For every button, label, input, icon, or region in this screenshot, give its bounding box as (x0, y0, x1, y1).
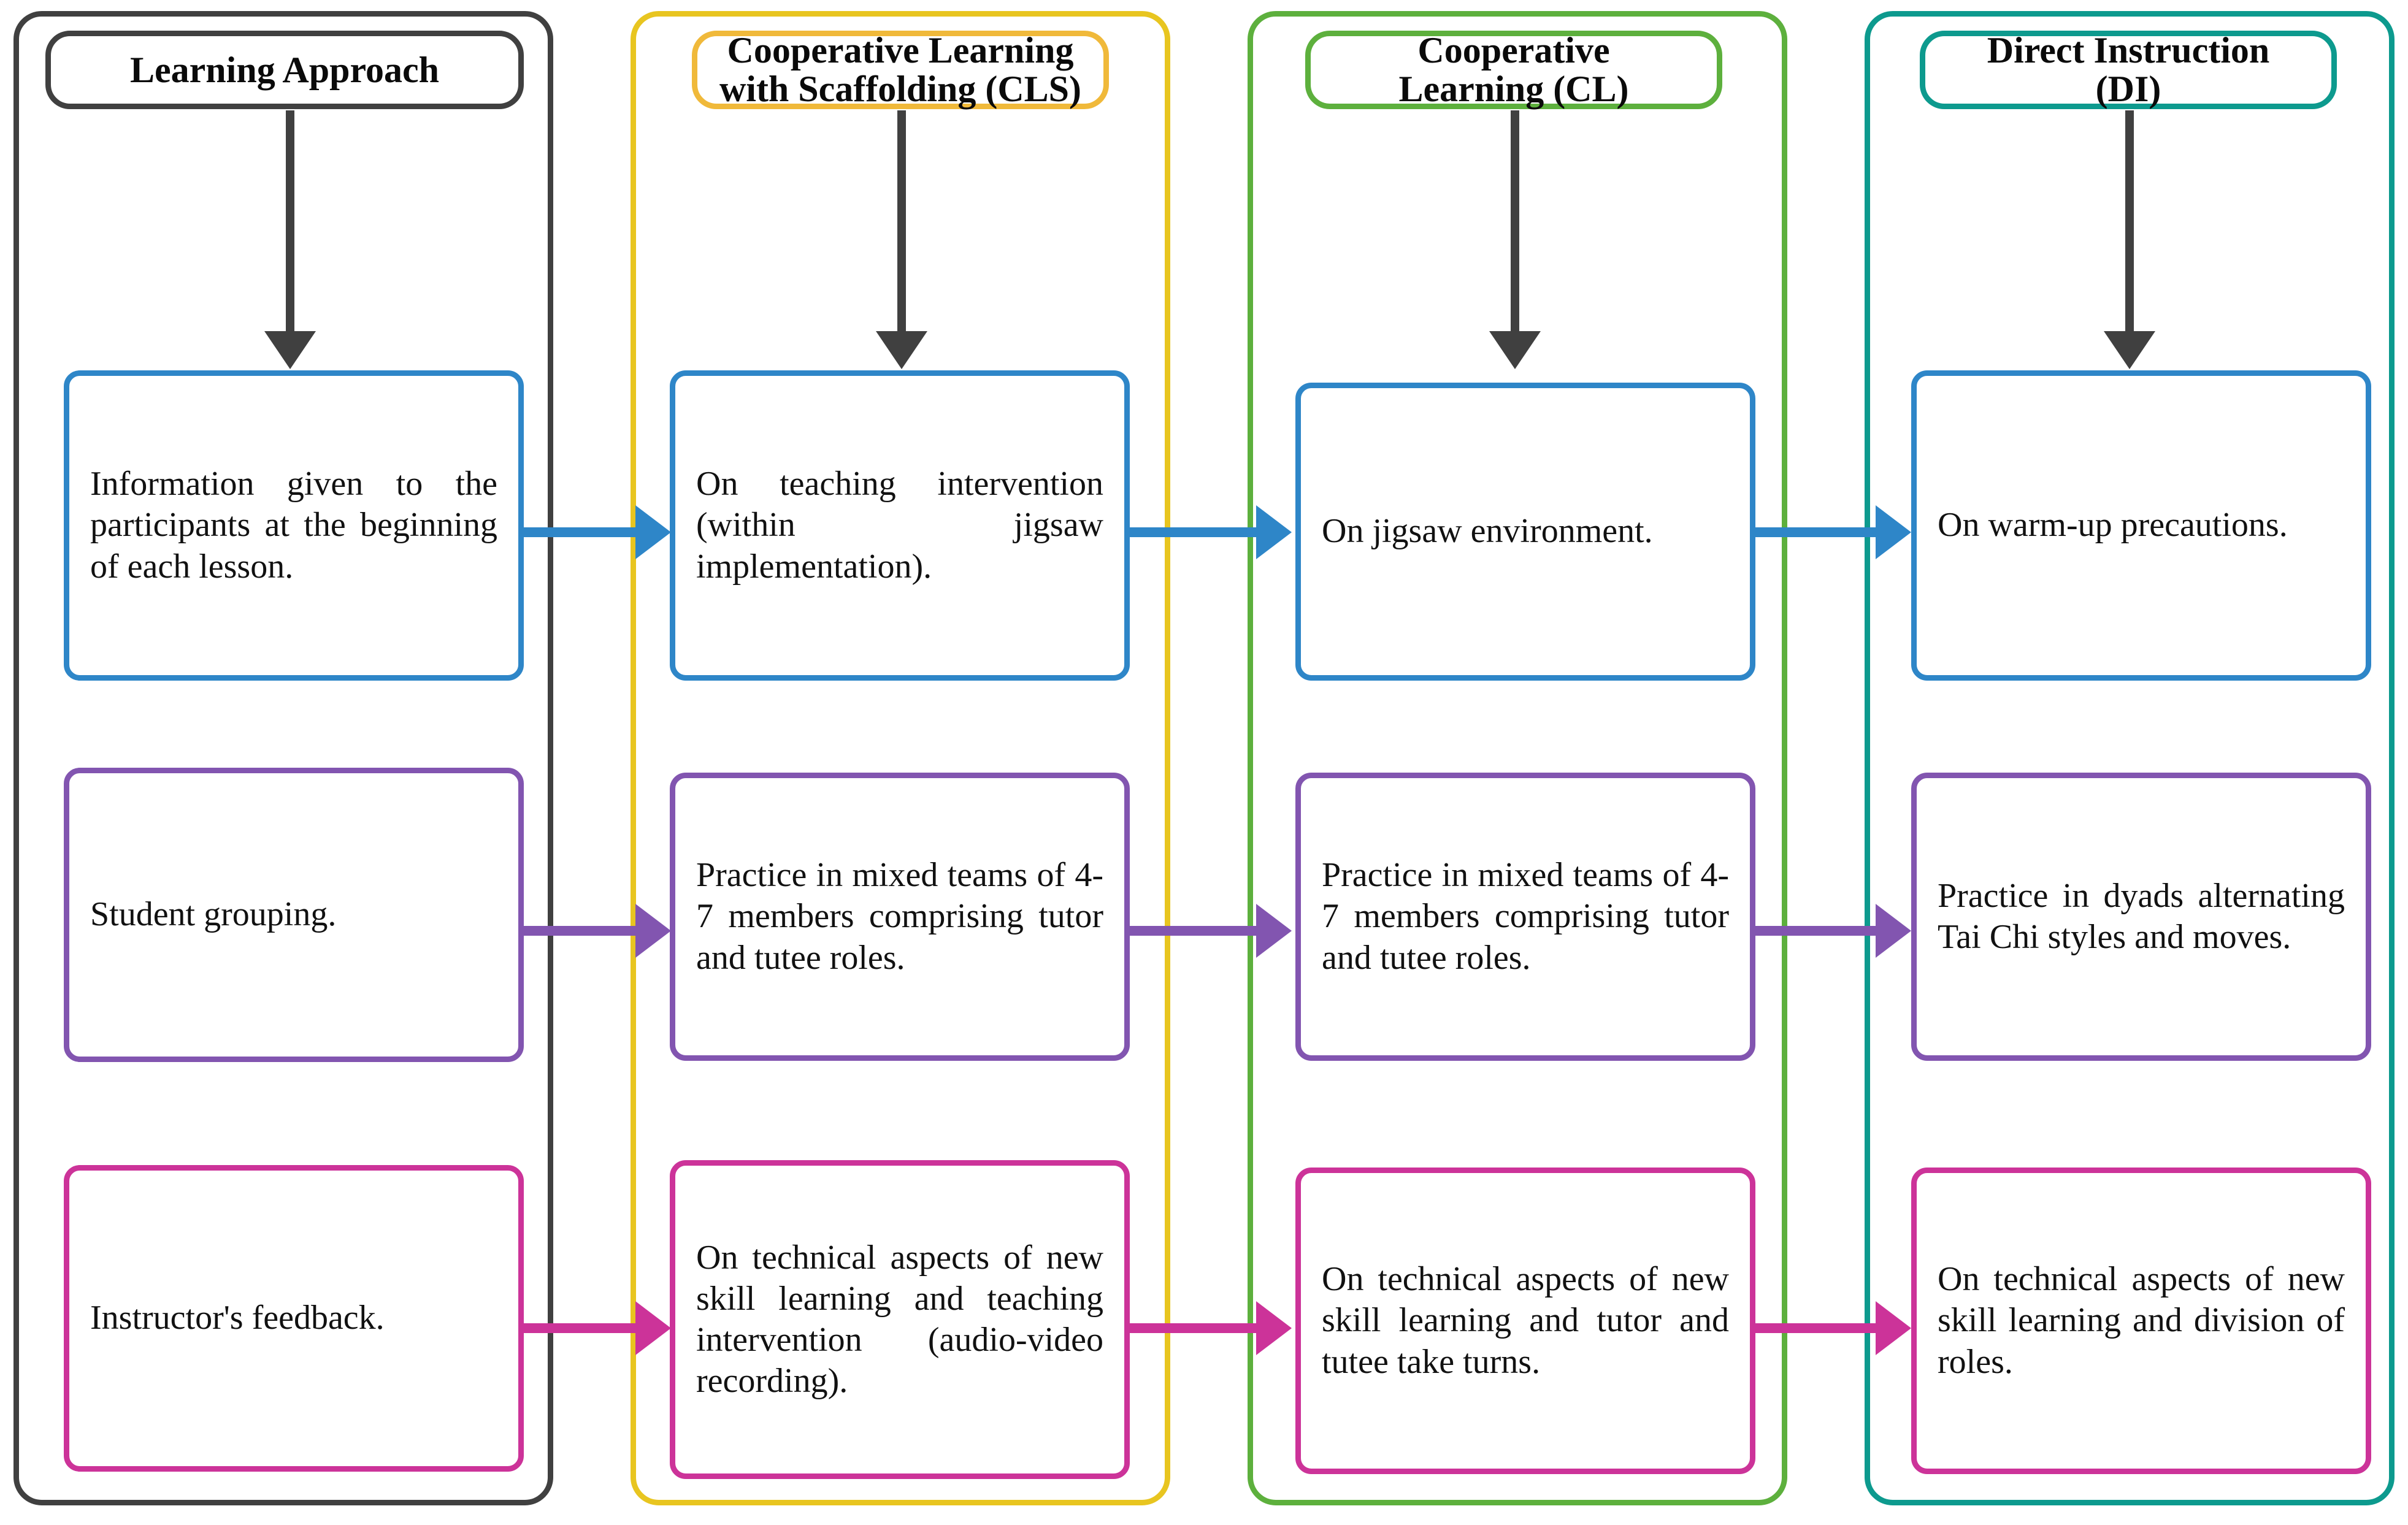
card-row3-col1[interactable]: Instructor's feedback. (64, 1165, 524, 1472)
connector-line-row2-3 (1755, 926, 1878, 936)
column-frame-learning-approach (13, 11, 553, 1505)
arrowhead-icon-row3-1 (635, 1301, 671, 1355)
card-text: Information given to the participants at… (90, 465, 497, 586)
connector-line-row3-1 (524, 1323, 640, 1333)
connector-line-row1-2 (1130, 527, 1259, 537)
column-header-di[interactable]: Direct Instruction (DI) (1920, 31, 2337, 109)
vertical-connector-line-2 (897, 110, 906, 337)
card-text: Instructor's feedback. (90, 1299, 385, 1337)
card-text: Practice in mixed teams of 4-7 members c… (1322, 856, 1729, 977)
column-header-label: Learning Approach (130, 49, 439, 90)
column-header-learning-approach[interactable]: Learning Approach (45, 31, 524, 109)
column-frame-cls (631, 11, 1170, 1505)
arrowhead-icon-row1-2 (1256, 505, 1292, 559)
card-row2-col4[interactable]: Practice in dyads alternating Tai Chi st… (1911, 773, 2371, 1061)
arrowhead-icon-row3-2 (1256, 1301, 1292, 1355)
connector-line-row3-2 (1130, 1323, 1259, 1333)
connector-line-row1-3 (1755, 527, 1878, 537)
column-header-cl[interactable]: Cooperative Learning (CL) (1305, 31, 1722, 109)
card-row1-col1[interactable]: Information given to the participants at… (64, 370, 524, 681)
arrowhead-icon-row2-1 (635, 904, 671, 958)
card-row2-col1[interactable]: Student grouping. (64, 768, 524, 1062)
vertical-connector-line-3 (1511, 110, 1519, 337)
column-frame-di (1865, 11, 2395, 1505)
arrowhead-icon-row2-2 (1256, 904, 1292, 958)
card-text: Practice in dyads alternating Tai Chi st… (1938, 876, 2345, 956)
card-text: Student grouping. (90, 895, 337, 934)
card-row1-col3[interactable]: On jigsaw environment. (1295, 383, 1755, 681)
column-frame-cl (1248, 11, 1787, 1505)
card-text: On technical aspects of new skill learni… (1322, 1260, 1729, 1381)
column-header-label: Direct Instruction (DI) (1987, 30, 2270, 109)
arrowhead-icon-row3-3 (1876, 1301, 1911, 1355)
card-text: Practice in mixed teams of 4-7 members c… (696, 856, 1103, 977)
vertical-connector-line-4 (2125, 110, 2134, 337)
card-row3-col2[interactable]: On technical aspects of new skill learni… (670, 1160, 1130, 1479)
card-text: On technical aspects of new skill learni… (696, 1238, 1103, 1401)
card-text: On teaching intervention (within jigsaw … (696, 465, 1103, 586)
card-row3-col4[interactable]: On technical aspects of new skill learni… (1911, 1168, 2371, 1474)
card-row3-col3[interactable]: On technical aspects of new skill learni… (1295, 1168, 1755, 1474)
connector-line-row2-2 (1130, 926, 1259, 936)
card-row2-col3[interactable]: Practice in mixed teams of 4-7 members c… (1295, 773, 1755, 1061)
connector-line-row2-1 (524, 926, 640, 936)
connector-line-row3-3 (1755, 1323, 1878, 1333)
arrowhead-icon-row1-3 (1876, 505, 1911, 559)
column-header-label: Cooperative Learning with Scaffolding (C… (719, 30, 1082, 109)
card-text: On technical aspects of new skill learni… (1938, 1260, 2345, 1381)
column-header-cls[interactable]: Cooperative Learning with Scaffolding (C… (692, 31, 1109, 109)
card-row1-col4[interactable]: On warm-up precautions. (1911, 370, 2371, 681)
card-text: On warm-up precautions. (1938, 506, 2288, 545)
card-row1-col2[interactable]: On teaching intervention (within jigsaw … (670, 370, 1130, 681)
column-header-label: Cooperative Learning (CL) (1398, 30, 1629, 109)
vertical-arrowhead-icon-4 (2104, 331, 2155, 369)
arrowhead-icon-row2-3 (1876, 904, 1911, 958)
arrowhead-icon-row1-1 (635, 505, 671, 559)
card-row2-col2[interactable]: Practice in mixed teams of 4-7 members c… (670, 773, 1130, 1061)
vertical-arrowhead-icon-2 (876, 331, 927, 369)
connector-line-row1-1 (524, 527, 640, 537)
card-text: On jigsaw environment. (1322, 512, 1653, 551)
vertical-connector-line-1 (286, 110, 294, 337)
vertical-arrowhead-icon-1 (264, 331, 316, 369)
vertical-arrowhead-icon-3 (1489, 331, 1541, 369)
